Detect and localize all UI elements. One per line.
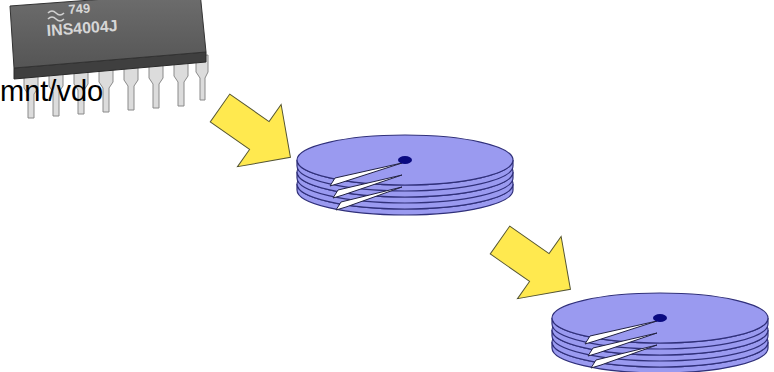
disk-stack: [552, 293, 768, 372]
disk-stack: [297, 135, 513, 215]
chip-marking: 749: [68, 1, 91, 17]
disk-arms: [585, 321, 657, 368]
chip-logo: [48, 11, 64, 21]
disk-arms: [330, 163, 402, 210]
mount-path: mnt/vdo: [0, 76, 103, 108]
block-arrow: [198, 77, 312, 189]
